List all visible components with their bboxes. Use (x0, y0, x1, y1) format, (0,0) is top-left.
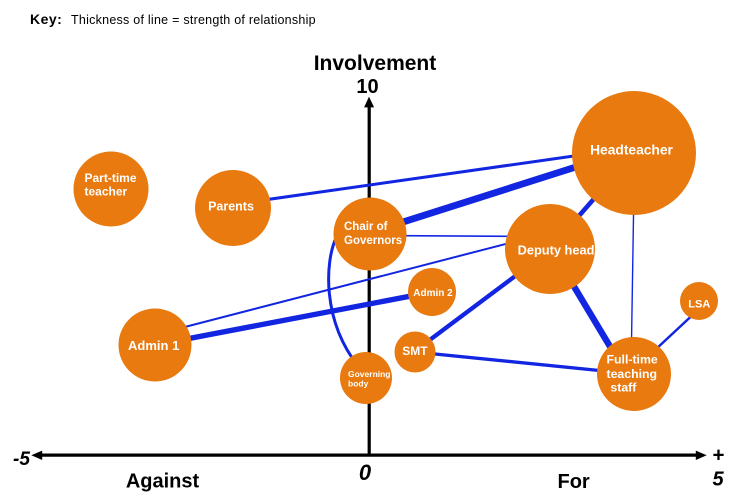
svg-text:staff: staff (610, 381, 637, 395)
svg-text:Part-time: Part-time (85, 171, 137, 185)
svg-text:Thickness of line = strength o: Thickness of line = strength of relation… (71, 13, 316, 27)
svg-text:Full-time: Full-time (607, 353, 658, 367)
svg-text:Involvement: Involvement (314, 52, 437, 75)
svg-text:10: 10 (356, 76, 378, 98)
svg-text:0: 0 (359, 460, 372, 485)
svg-text:Against: Against (126, 471, 200, 493)
svg-text:For: For (557, 471, 589, 493)
svg-text:teaching: teaching (607, 367, 658, 381)
svg-text:Admin 1: Admin 1 (128, 338, 179, 353)
svg-text:Parents: Parents (208, 200, 254, 214)
svg-text:Admin 2: Admin 2 (413, 288, 453, 299)
svg-text:Governing: Governing (348, 369, 391, 379)
svg-text:teacher: teacher (85, 184, 128, 198)
svg-text:LSA: LSA (688, 299, 710, 311)
svg-text:Deputy head: Deputy head (518, 242, 595, 257)
svg-text:Headteacher: Headteacher (590, 142, 673, 157)
svg-text:body: body (348, 379, 369, 389)
svg-text:-5: -5 (13, 449, 30, 470)
svg-text:Governors: Governors (344, 235, 402, 247)
svg-text:SMT: SMT (402, 344, 428, 358)
svg-text:Chair of: Chair of (344, 221, 388, 233)
svg-text:5: 5 (712, 469, 724, 491)
svg-text:+: + (713, 444, 725, 467)
svg-text:Key:: Key: (30, 11, 62, 27)
